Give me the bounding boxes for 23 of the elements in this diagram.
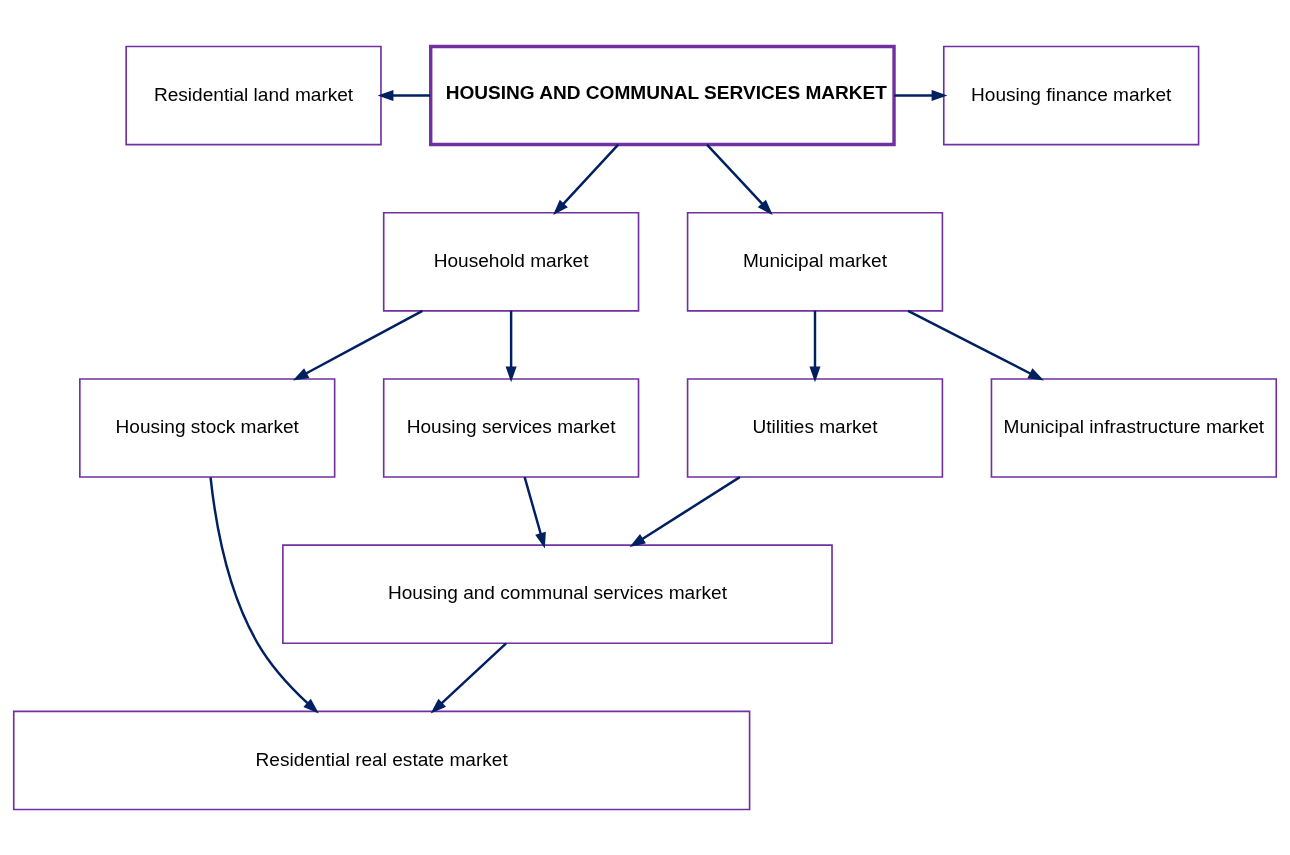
node-box: Municipal infrastructure market: [990, 377, 1278, 478]
node-box: Housing and communal services market: [282, 543, 833, 644]
arrow: [209, 476, 319, 713]
node-box: Residential real estate market: [12, 710, 751, 810]
node-box: Household market: [382, 211, 640, 312]
arrow: [706, 143, 773, 215]
node-box: Residential land market: [125, 45, 382, 145]
node-box: Utilities market: [686, 377, 944, 478]
node-box: Housing services market: [382, 377, 640, 478]
node-box: HOUSING AND COMMUNAL SERVICES MARKET: [429, 44, 896, 146]
node-box: Housing finance market: [942, 45, 1200, 145]
arrow: [505, 310, 517, 382]
node-box: Municipal market: [686, 211, 944, 312]
arrow: [553, 143, 620, 215]
arrow: [629, 475, 741, 547]
arrow: [292, 309, 423, 381]
arrow: [377, 89, 431, 101]
arrow: [430, 641, 507, 714]
arrow: [894, 89, 948, 101]
arrow: [523, 476, 546, 548]
arrow: [907, 309, 1044, 380]
arrow: [809, 310, 821, 382]
node-box: Housing stock market: [79, 377, 336, 478]
